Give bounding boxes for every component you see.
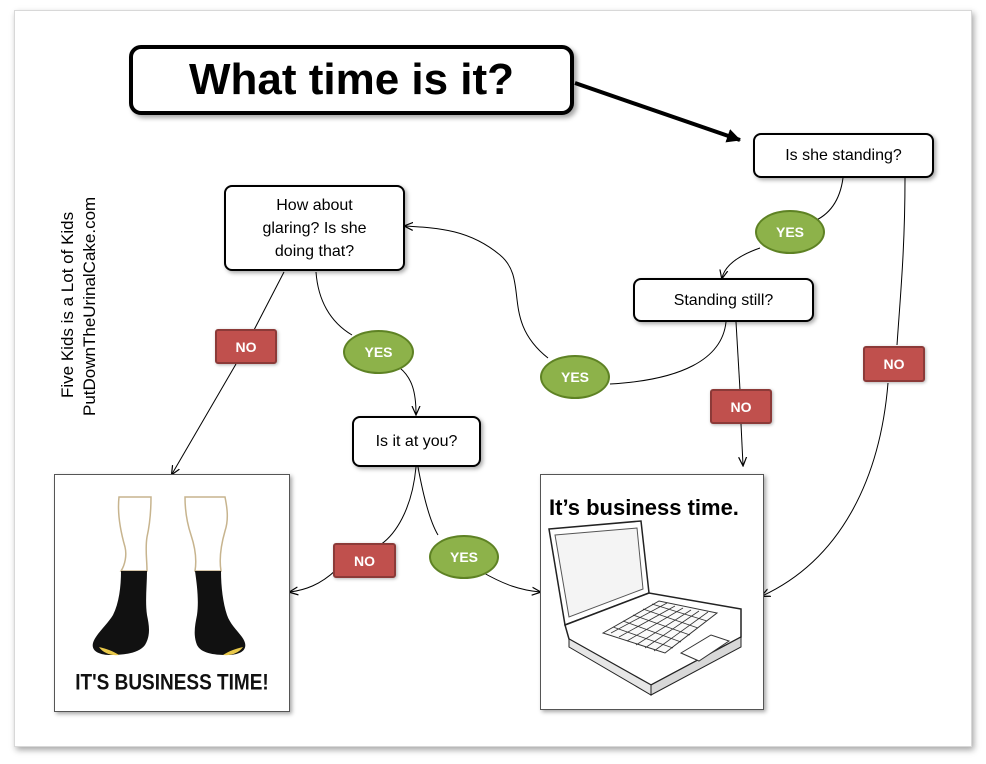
arrow-glaring-yes (315, 271, 353, 336)
arrow-no-to-laptop (762, 382, 889, 596)
arrow-at-you-yes (417, 466, 439, 536)
arrow-yes-to-glaring (405, 226, 549, 359)
question-glaring: How about glaring? Is she doing that? (224, 185, 405, 271)
arrow-yes-to-standing-still (722, 247, 761, 278)
no-badge-standing-still: NO (710, 389, 772, 424)
credit-line-2: PutDownTheUrinalCake.com (80, 196, 99, 416)
title-text: What time is it? (188, 55, 515, 104)
socks-caption: IT'S BUSINESS TIME! (75, 671, 269, 696)
arrow-at-you-no (379, 466, 417, 546)
arrow-no-to-socks-2 (290, 569, 337, 592)
arrow-yes-to-laptop (481, 571, 540, 592)
yes-badge-standing: YES (755, 210, 825, 254)
arrow-still-yes (609, 321, 727, 385)
side-credit: Five Kids is a Lot of Kids PutDownTheUri… (28, 150, 118, 430)
title-box: What time is it? (129, 45, 574, 115)
yes-badge-at-you: YES (429, 535, 499, 579)
credit-line-1: Five Kids is a Lot of Kids (58, 211, 77, 398)
yes-badge-glaring: YES (343, 330, 414, 374)
arrow-yes-to-at-you (399, 367, 416, 414)
no-badge-at-you: NO (333, 543, 396, 578)
no-badge-standing: NO (863, 346, 925, 382)
laptop-illustration (548, 520, 742, 696)
arrow-still-no (735, 321, 741, 391)
yes-badge-standing-still: YES (540, 355, 610, 399)
question-at-you: Is it at you? (352, 416, 481, 467)
outcome-socks-panel: IT'S BUSINESS TIME! (54, 474, 290, 712)
arrow-standing-no (896, 177, 906, 346)
arrow-standing-yes (811, 177, 844, 223)
question-standing: Is she standing? (753, 133, 934, 178)
laptop-caption: It’s business time. (549, 495, 739, 520)
arrow-title-to-standing (574, 81, 741, 143)
no-badge-glaring: NO (215, 329, 277, 364)
arrow-glaring-no (253, 271, 285, 331)
arrow-no-to-socks (172, 363, 237, 474)
arrow-no-to-laptop-2 (741, 423, 743, 465)
socks-illustration (92, 496, 246, 656)
outcome-laptop-panel: It’s business time. (540, 474, 764, 710)
question-standing-still: Standing still? (633, 278, 814, 322)
